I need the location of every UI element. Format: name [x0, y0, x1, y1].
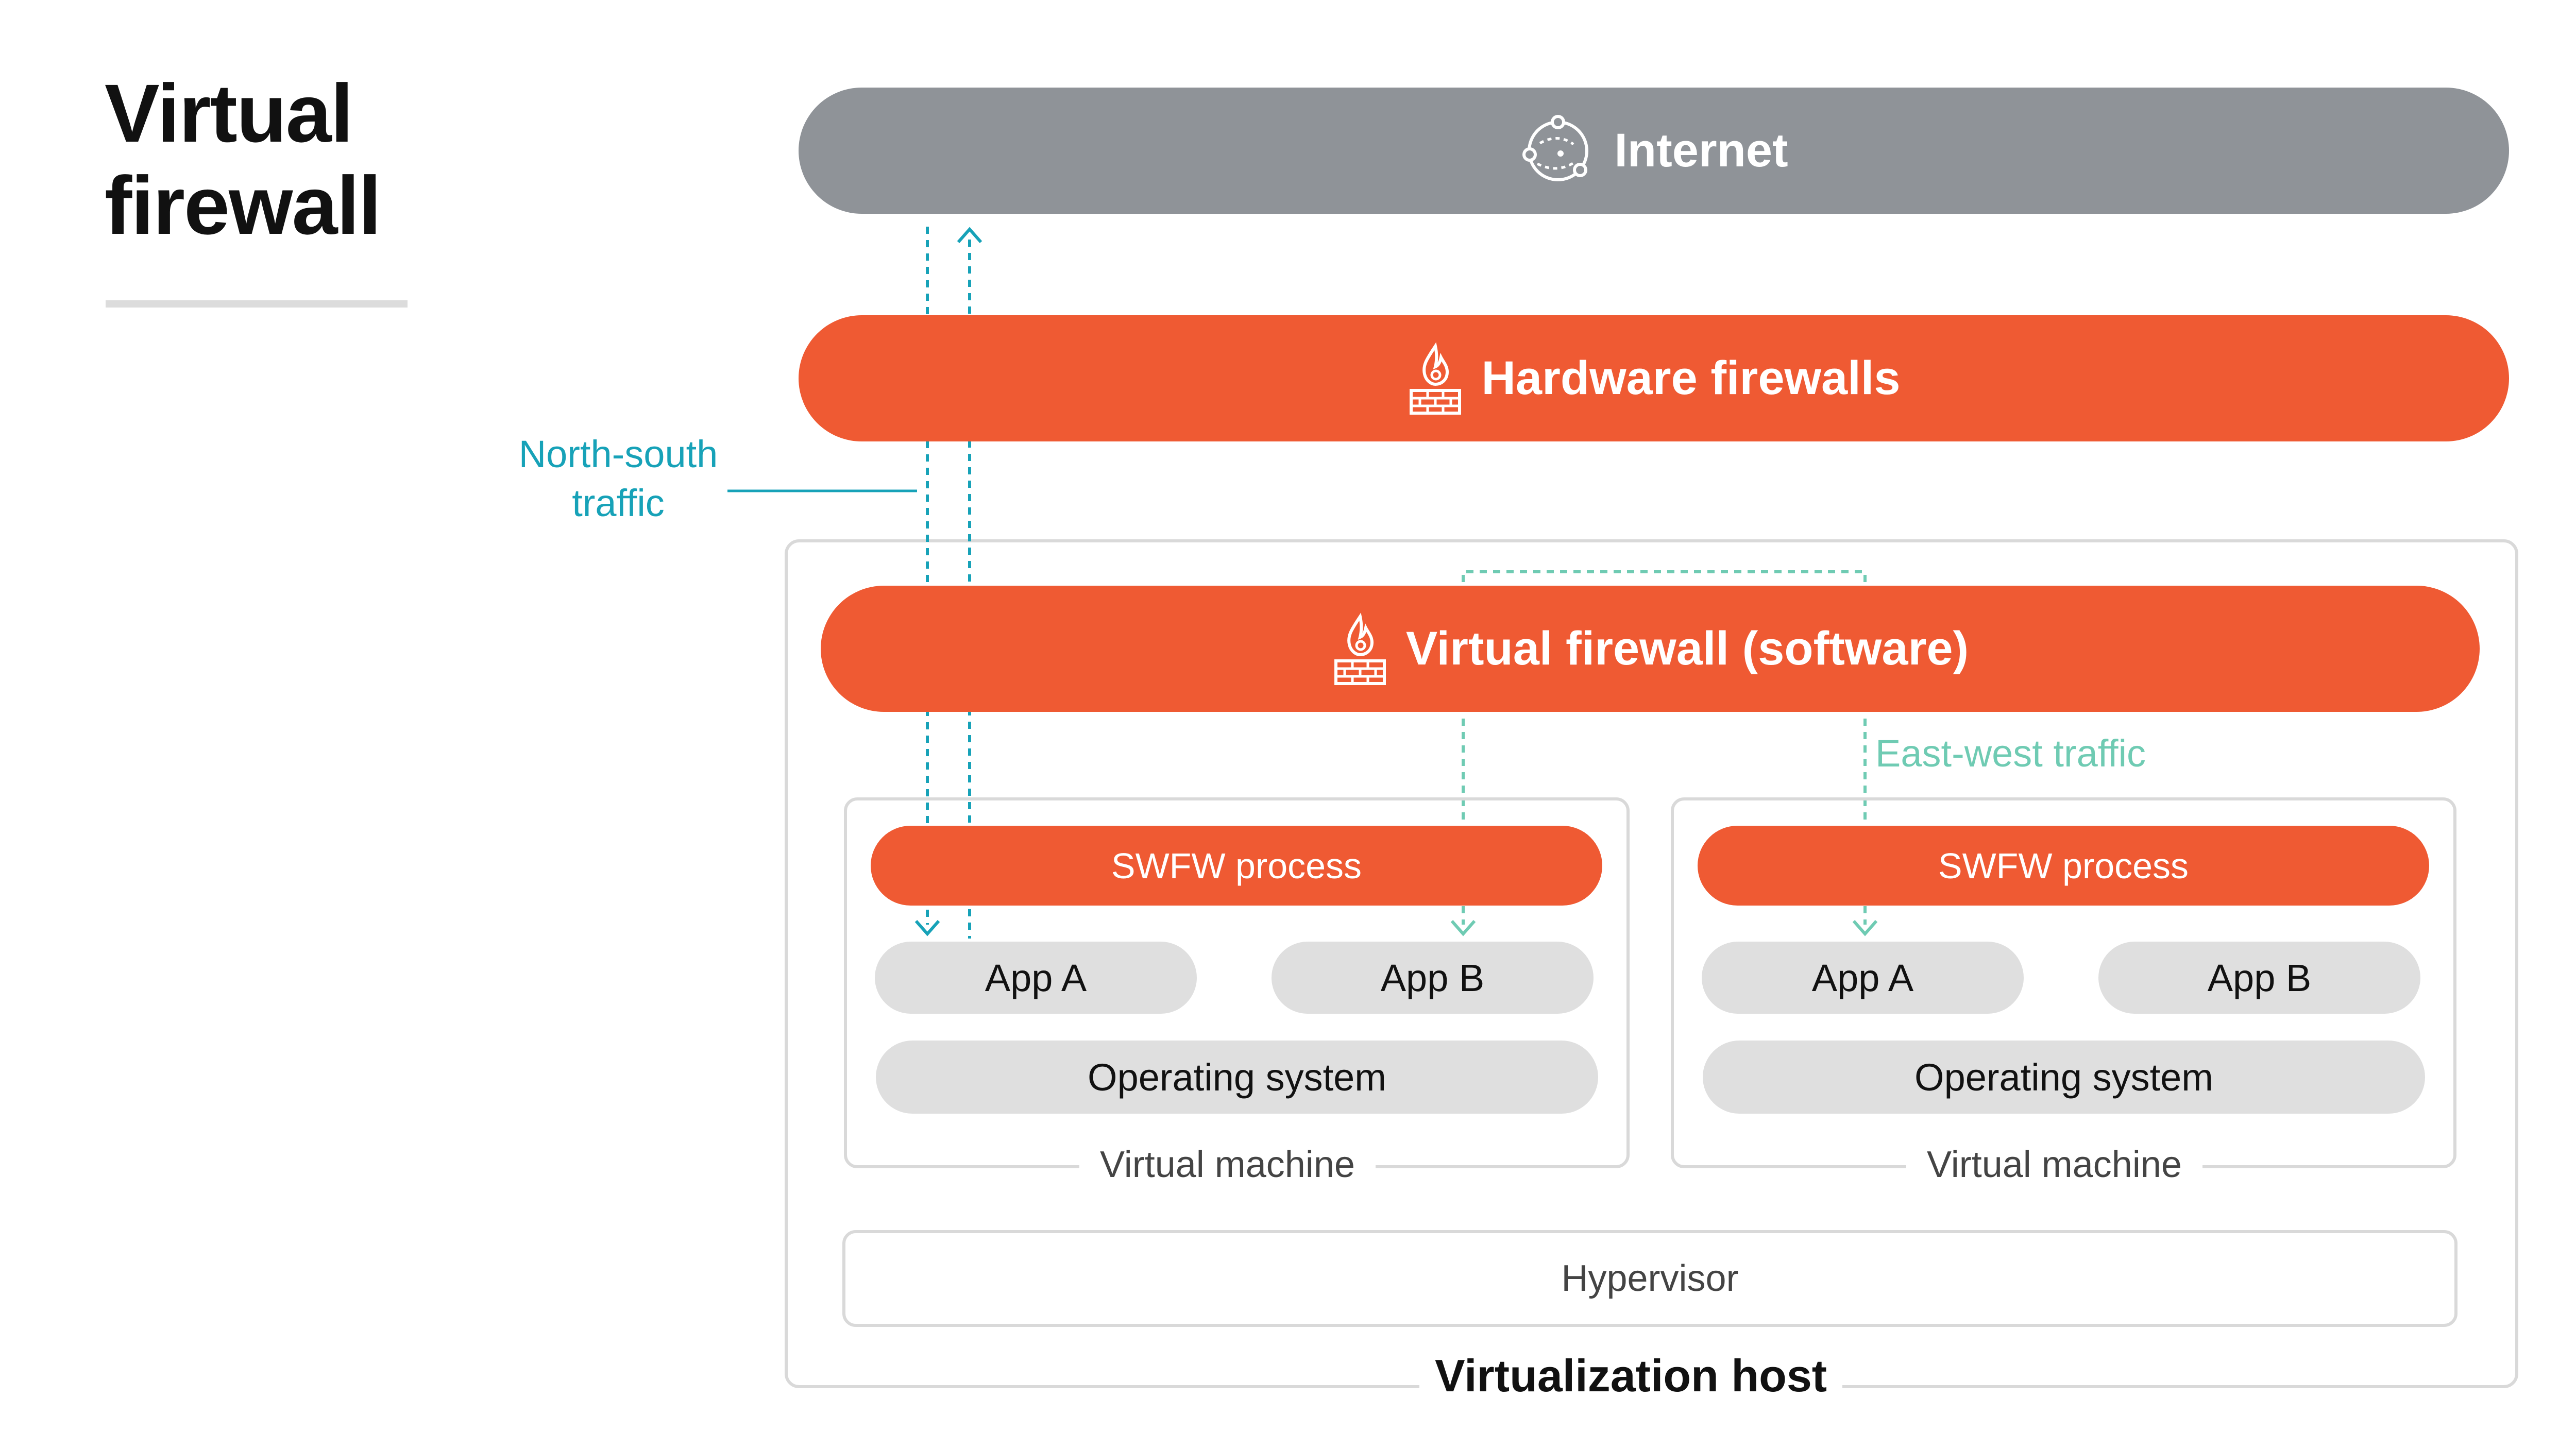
app-a-1: App A: [875, 942, 1197, 1014]
page-title: Virtual firewall: [105, 67, 381, 252]
hardware-firewalls-bar: Hardware firewalls: [799, 315, 2509, 441]
north-south-line-1: North-south: [518, 433, 718, 475]
app-b-2: App B: [2098, 942, 2420, 1014]
virtual-machine-label-1: Virtual machine: [1079, 1144, 1376, 1186]
swfw-process-2: SWFW process: [1698, 826, 2429, 906]
east-west-traffic-label: East-west traffic: [1875, 732, 2146, 775]
virtual-firewall-bar: Virtual firewall (software): [821, 586, 2480, 712]
app-b-1: App B: [1272, 942, 1594, 1014]
virtual-machine-label-2: Virtual machine: [1906, 1144, 2202, 1186]
firewall-icon: [1332, 610, 1388, 688]
internet-bar: Internet: [799, 88, 2509, 214]
virtual-firewall-label: Virtual firewall (software): [1405, 622, 1969, 675]
title-line-1: Virtual: [105, 67, 353, 159]
hypervisor-box: Hypervisor: [842, 1230, 2458, 1327]
virtualization-host-label: Virtualization host: [1419, 1350, 1843, 1402]
title-line-2: firewall: [105, 159, 381, 252]
north-south-line-2: traffic: [572, 481, 665, 524]
hardware-firewalls-label: Hardware firewalls: [1481, 352, 1901, 404]
operating-system-1: Operating system: [876, 1041, 1598, 1114]
internet-label: Internet: [1614, 124, 1788, 177]
east-west-arrow-vm1: [1450, 920, 1476, 936]
north-south-up-arrow: [957, 227, 982, 243]
north-south-traffic-label: North-south traffic: [495, 430, 742, 527]
app-a-2: App A: [1702, 942, 2024, 1014]
east-west-loop-line: [1462, 570, 1867, 582]
globe-network-icon: [1519, 112, 1597, 190]
hypervisor-label: Hypervisor: [1561, 1258, 1739, 1299]
operating-system-2: Operating system: [1703, 1041, 2425, 1114]
title-divider: [106, 300, 408, 308]
firewall-icon: [1407, 340, 1464, 417]
north-south-down-arrow: [914, 920, 940, 936]
swfw-process-1: SWFW process: [871, 826, 1602, 906]
east-west-arrow-vm2: [1852, 920, 1878, 936]
